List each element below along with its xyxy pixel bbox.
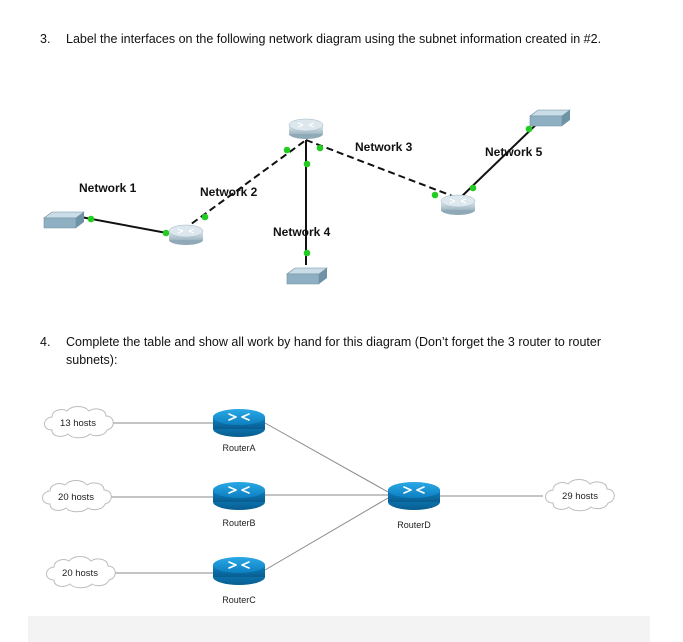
question-3-number: 3. — [40, 32, 51, 46]
question-3-text: Label the interfaces on the following ne… — [66, 32, 602, 46]
question-4-number: 4. — [40, 335, 51, 349]
network-1-label: Network 1 — [79, 181, 137, 195]
network-3-label: Network 3 — [355, 140, 413, 154]
cloud-20-hosts-2-label: 20 hosts — [62, 568, 98, 579]
link-routera-routerd — [264, 422, 389, 493]
network-4-label: Network 4 — [273, 225, 331, 239]
interface-dot — [87, 215, 95, 223]
cloud-20-hosts-1-label: 20 hosts — [58, 492, 94, 503]
router-d-label: RouterD — [397, 520, 431, 530]
cloud-29-hosts: 29 hosts — [545, 479, 615, 512]
interface-dot — [303, 160, 311, 168]
network-diagram-1: Network 1 Network 2 Network 3 Network 4 … — [43, 109, 571, 285]
interface-dot — [431, 191, 439, 199]
cloud-13-hosts: 13 hosts — [44, 406, 114, 439]
cloud-20-hosts-2: 20 hosts — [46, 556, 116, 589]
interface-dot — [162, 229, 170, 237]
router-a-icon — [213, 409, 265, 437]
router-a-label: RouterA — [222, 443, 255, 453]
question-4-text: Complete the table and show all work by … — [66, 335, 602, 367]
bottom-band — [28, 616, 650, 642]
router-2-icon — [288, 118, 324, 139]
network-2-label: Network 2 — [200, 185, 258, 199]
router-3-icon — [440, 194, 476, 215]
network-5-label: Network 5 — [485, 145, 543, 159]
interface-dot — [201, 213, 209, 221]
router-b-icon — [213, 482, 265, 510]
switch-4-icon — [286, 267, 328, 285]
switch-5-icon — [529, 109, 571, 127]
router-1-icon — [168, 224, 204, 245]
interface-dot — [303, 249, 311, 257]
router-c-label: RouterC — [222, 595, 256, 605]
interface-dot — [316, 144, 324, 152]
link-router2-router3 — [305, 139, 456, 198]
router-c-icon — [213, 557, 265, 585]
switch-1-icon — [43, 211, 85, 229]
router-b-label: RouterB — [222, 518, 255, 528]
interface-dot — [525, 125, 533, 133]
link-routerc-routerd — [264, 497, 389, 571]
interface-dot — [469, 184, 477, 192]
router-d-icon — [388, 482, 440, 510]
cloud-20-hosts-1: 20 hosts — [42, 480, 112, 513]
cloud-29-hosts-label: 29 hosts — [562, 491, 598, 502]
interface-dots — [87, 125, 533, 257]
interface-dot — [283, 146, 291, 154]
cloud-13-hosts-label: 13 hosts — [60, 418, 96, 429]
